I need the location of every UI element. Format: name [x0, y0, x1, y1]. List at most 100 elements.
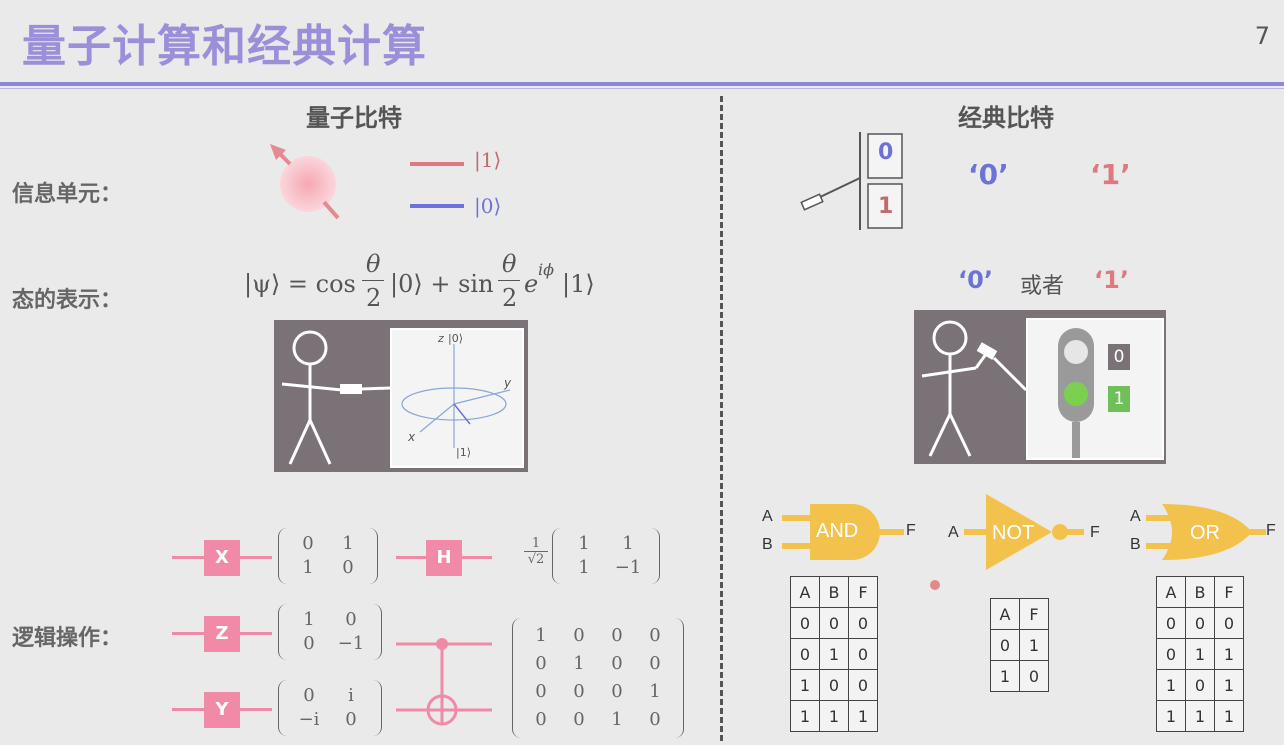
classical-bit-zero: ‘0’: [968, 158, 1009, 191]
matrix-left-paren: [278, 528, 287, 584]
title-rule-thin: [0, 88, 1284, 89]
matrix-cell: 1: [303, 609, 315, 630]
and-input-b: B: [762, 536, 773, 553]
matrix-cell: 0: [345, 709, 357, 730]
info-unit-label: 信息单元：: [12, 182, 123, 207]
truth-table-cell: 0: [990, 629, 1020, 661]
or-gate-icon: [1146, 504, 1266, 560]
h-gate: H: [426, 540, 462, 576]
and-gate-icon: [782, 504, 904, 560]
formula-lhs: |ψ⟩ = cos: [244, 270, 356, 298]
formula-mid: |0⟩ + sin: [390, 270, 494, 298]
truth-table-cell: 0: [1156, 638, 1186, 670]
or-input-a: A: [1130, 508, 1141, 525]
classical-bit-heading: 经典比特: [958, 104, 1054, 132]
matrix-cell: 0: [303, 685, 315, 706]
either-zero: ‘0’: [958, 266, 993, 294]
or-gate-label: OR: [1190, 522, 1220, 544]
truth-table-cell: 0: [1156, 607, 1186, 639]
state-repr-label: 态的表示：: [12, 288, 123, 313]
truth-table-cell: 1: [1185, 700, 1215, 732]
truth-table-cell: B: [1185, 576, 1215, 608]
matrix-cell: 0: [302, 533, 314, 554]
truth-table-cell: 0: [1214, 607, 1244, 639]
either-one: ‘1’: [1094, 266, 1129, 294]
bloch-y-label: y: [504, 376, 512, 390]
h-gate-prefix: 1 √2: [524, 536, 548, 567]
ket-one-label: |1⟩: [474, 148, 502, 172]
formula-theta-1: θ: [366, 250, 381, 278]
bloch-sphere-screen: z |0⟩ y x |1⟩: [390, 328, 524, 468]
matrix-left-paren: [278, 604, 287, 660]
bloch-one-label: |1⟩: [456, 446, 471, 459]
matrix-right-paren: [651, 528, 660, 584]
matrix-cell: 0: [611, 625, 623, 646]
matrix-cell: 1: [649, 681, 661, 702]
matrix-cell: 1: [302, 557, 314, 578]
truth-table-cell: 0: [1185, 669, 1215, 701]
bloch-x-label: x: [408, 430, 416, 444]
matrix-cell: 1: [342, 533, 354, 554]
stick-figure-icon: [281, 330, 391, 465]
truth-table-cell: 0: [819, 607, 849, 639]
formula-theta-2: θ: [502, 250, 517, 278]
classical-measurement-panel: 0 1: [914, 310, 1166, 464]
h-prefix-den: √2: [524, 551, 548, 567]
switch-icon: [800, 132, 903, 230]
traffic-light-screen: 0 1: [1026, 318, 1164, 460]
truth-table-cell: A: [1156, 576, 1186, 608]
truth-table-cell: 1: [848, 700, 878, 732]
x-gate-matrix: 0 1 1 0: [278, 528, 378, 584]
matrix-cell: 0: [342, 557, 354, 578]
formula-tail: |1⟩: [562, 270, 595, 298]
matrix-cell: 0: [649, 653, 661, 674]
matrix-cell: 0: [535, 709, 547, 730]
truth-table-cell: 0: [790, 638, 820, 670]
and-output-f: F: [906, 522, 916, 539]
matrix-cell: 0: [573, 709, 585, 730]
matrix-cell: 0: [573, 625, 585, 646]
switch-top-label: 0: [878, 140, 894, 165]
truth-table-cell: 1: [819, 700, 849, 732]
traffic-light-icon: [1058, 328, 1094, 458]
matrix-cell: −1: [614, 557, 642, 578]
matrix-left-paren: [552, 528, 561, 584]
truth-table-cell: 1: [1156, 669, 1186, 701]
truth-table-cell: 0: [819, 669, 849, 701]
not-gate-label: NOT: [992, 522, 1035, 544]
truth-table-cell: F: [1019, 598, 1049, 630]
truth-table-cell: A: [990, 598, 1020, 630]
light-zero-indicator: 0: [1108, 344, 1130, 370]
switch-bottom-label: 1: [878, 194, 894, 219]
laser-pointer-dot: [930, 580, 940, 590]
not-output-f: F: [1090, 524, 1100, 541]
truth-table-cell: F: [1214, 576, 1244, 608]
matrix-cell: −1: [337, 633, 365, 654]
truth-table-cell: 0: [790, 607, 820, 639]
truth-table-cell: 0: [1185, 607, 1215, 639]
z-gate: Z: [204, 616, 240, 652]
matrix-cell: 0: [535, 681, 547, 702]
truth-table-cell: 1: [819, 638, 849, 670]
formula-two-1: 2: [366, 284, 382, 312]
matrix-left-paren: [278, 680, 287, 736]
matrix-cell: 0: [611, 653, 623, 674]
matrix-right-paren: [373, 680, 382, 736]
bloch-z-label: z: [438, 332, 444, 345]
truth-table-cell: B: [819, 576, 849, 608]
or-output-f: F: [1266, 522, 1276, 539]
truth-table-cell: 0: [848, 669, 878, 701]
